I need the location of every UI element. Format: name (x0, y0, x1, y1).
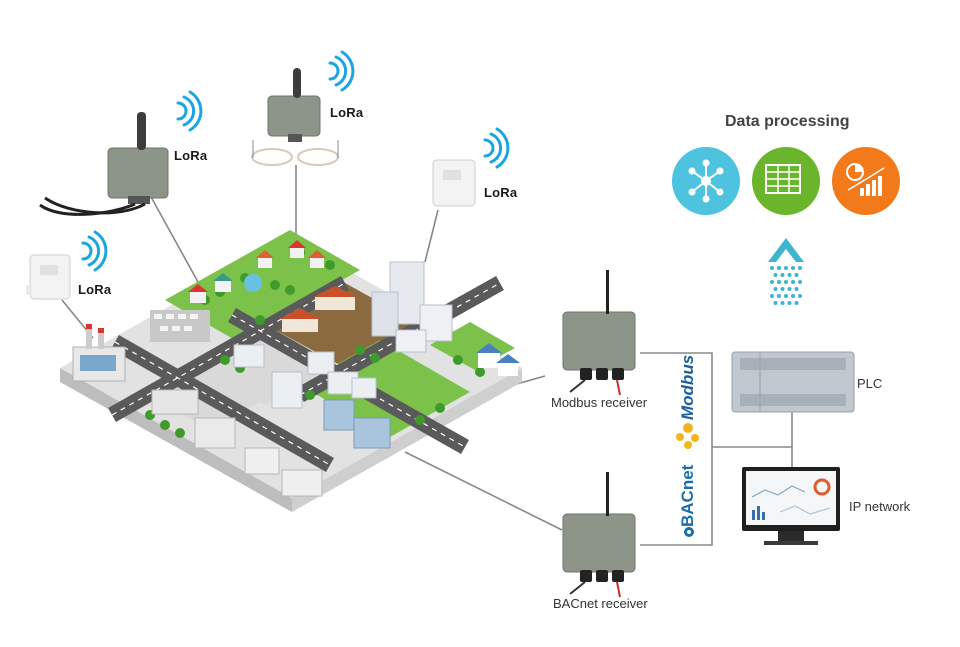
arrow-dot (780, 301, 785, 305)
data-processing-title: Data processing (725, 113, 850, 130)
arrow-dot (791, 294, 795, 298)
smart-city-illustration (60, 230, 522, 512)
pie-bar-chart-icon (832, 147, 900, 215)
sensor-coil-probe (251, 68, 339, 166)
bacnet-receiver-label: BACnet receiver (553, 596, 648, 611)
arrow-dot (770, 280, 774, 284)
arrow-dot (784, 266, 788, 270)
spreadsheet-icon (752, 147, 820, 215)
arrow-dot (784, 294, 788, 298)
arrow-dot (791, 266, 795, 270)
sensor-wall-humidity (26, 254, 71, 300)
arrow-dot (780, 287, 785, 291)
arrow-dot (773, 287, 778, 291)
modbus-receiver-label: Modbus receiver (551, 395, 648, 410)
arrow-dot (770, 266, 774, 270)
arrow-dot (780, 273, 785, 277)
lora-label-4: LoRa (484, 185, 518, 200)
arrow-dot (798, 266, 802, 270)
plc-device (731, 351, 855, 413)
plc-label: PLC (857, 376, 883, 391)
ip-network-monitor (742, 467, 840, 545)
bacnet-logo-icon (684, 527, 694, 537)
arrow-dot (794, 301, 799, 305)
modbus-logo-icon (676, 423, 699, 449)
lora-label-1: LoRa (78, 282, 112, 297)
arrow-dot (777, 266, 781, 270)
arrow-dot (787, 301, 792, 305)
modbus-receiver-device (562, 270, 636, 396)
ip-network-label: IP network (849, 499, 911, 514)
arrow-dot (777, 294, 781, 298)
arrow-dot (787, 287, 792, 291)
arrow-dot (773, 273, 778, 277)
sensor-indoor-ambient (432, 159, 476, 207)
wireless-signal-icons (81, 50, 510, 272)
arrow-dot (777, 280, 781, 284)
bacnet-receiver-device (562, 472, 636, 598)
arrow-dot (794, 287, 799, 291)
modbus-protocol-label: Modbus (678, 354, 697, 420)
arrow-dot (798, 280, 802, 284)
arrow-dot (770, 294, 774, 298)
arrow-dot (773, 301, 778, 305)
arrow-dot (798, 294, 802, 298)
bacnet-protocol-label: BACnet (678, 464, 697, 527)
arrow-dot (791, 280, 795, 284)
sensor-outdoor-probe (39, 112, 169, 216)
arrow-dot (787, 273, 792, 277)
arrow-dot (784, 280, 788, 284)
network-hub-icon (672, 147, 740, 215)
upward-data-arrow-icon (768, 238, 804, 305)
arrow-dot (794, 273, 799, 277)
lora-label-3: LoRa (330, 105, 364, 120)
lora-label-2: LoRa (174, 148, 208, 163)
